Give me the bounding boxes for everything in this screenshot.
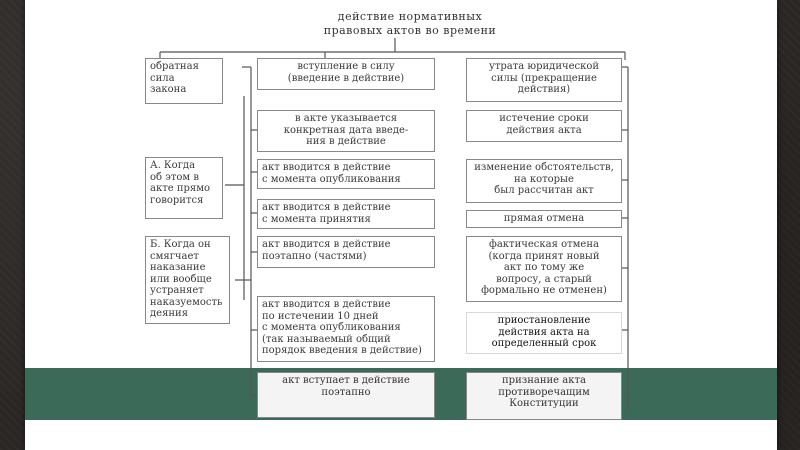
general-procedure-box: акт вводится в действие по истечении 10 … [257,296,435,362]
slide: действие нормативных правовых актов во в… [25,0,777,450]
in-stages-box: акт вводится в действие поэтапно (частям… [257,236,435,268]
unconstitutional-box: признание акта противоречащим Конституци… [466,372,622,420]
retroactive-force-box: обратная сила закона [145,58,223,104]
loss-of-force-box: утрата юридической силы (прекращение дей… [466,58,622,102]
changed-circumstances-box: изменение обстоятельств, на которые был … [466,159,622,203]
suspension-box: приостановление действия акта на определ… [466,312,622,354]
specific-date-box: в акте указывается конкретная дата введе… [257,110,435,152]
from-publication-box: акт вводится в действие с момента опубли… [257,159,435,189]
entry-into-force-box: вступление в силу (введение в действие) [257,58,435,90]
staged-entry-box: акт вступает в действие поэтапно [257,372,435,418]
case-b-box: Б. Когда он смягчает наказание или вообщ… [145,236,230,324]
actual-repeal-box: фактическая отмена (когда принят новый а… [466,236,622,302]
from-adoption-box: акт вводится в действие с момента принят… [257,199,435,229]
diagram-title: действие нормативных правовых актов во в… [323,10,497,37]
direct-repeal-box: прямая отмена [466,210,622,228]
term-expiry-box: истечение сроки действия акта [466,110,622,142]
case-a-box: А. Когда об этом в акте прямо говорится [145,157,223,219]
